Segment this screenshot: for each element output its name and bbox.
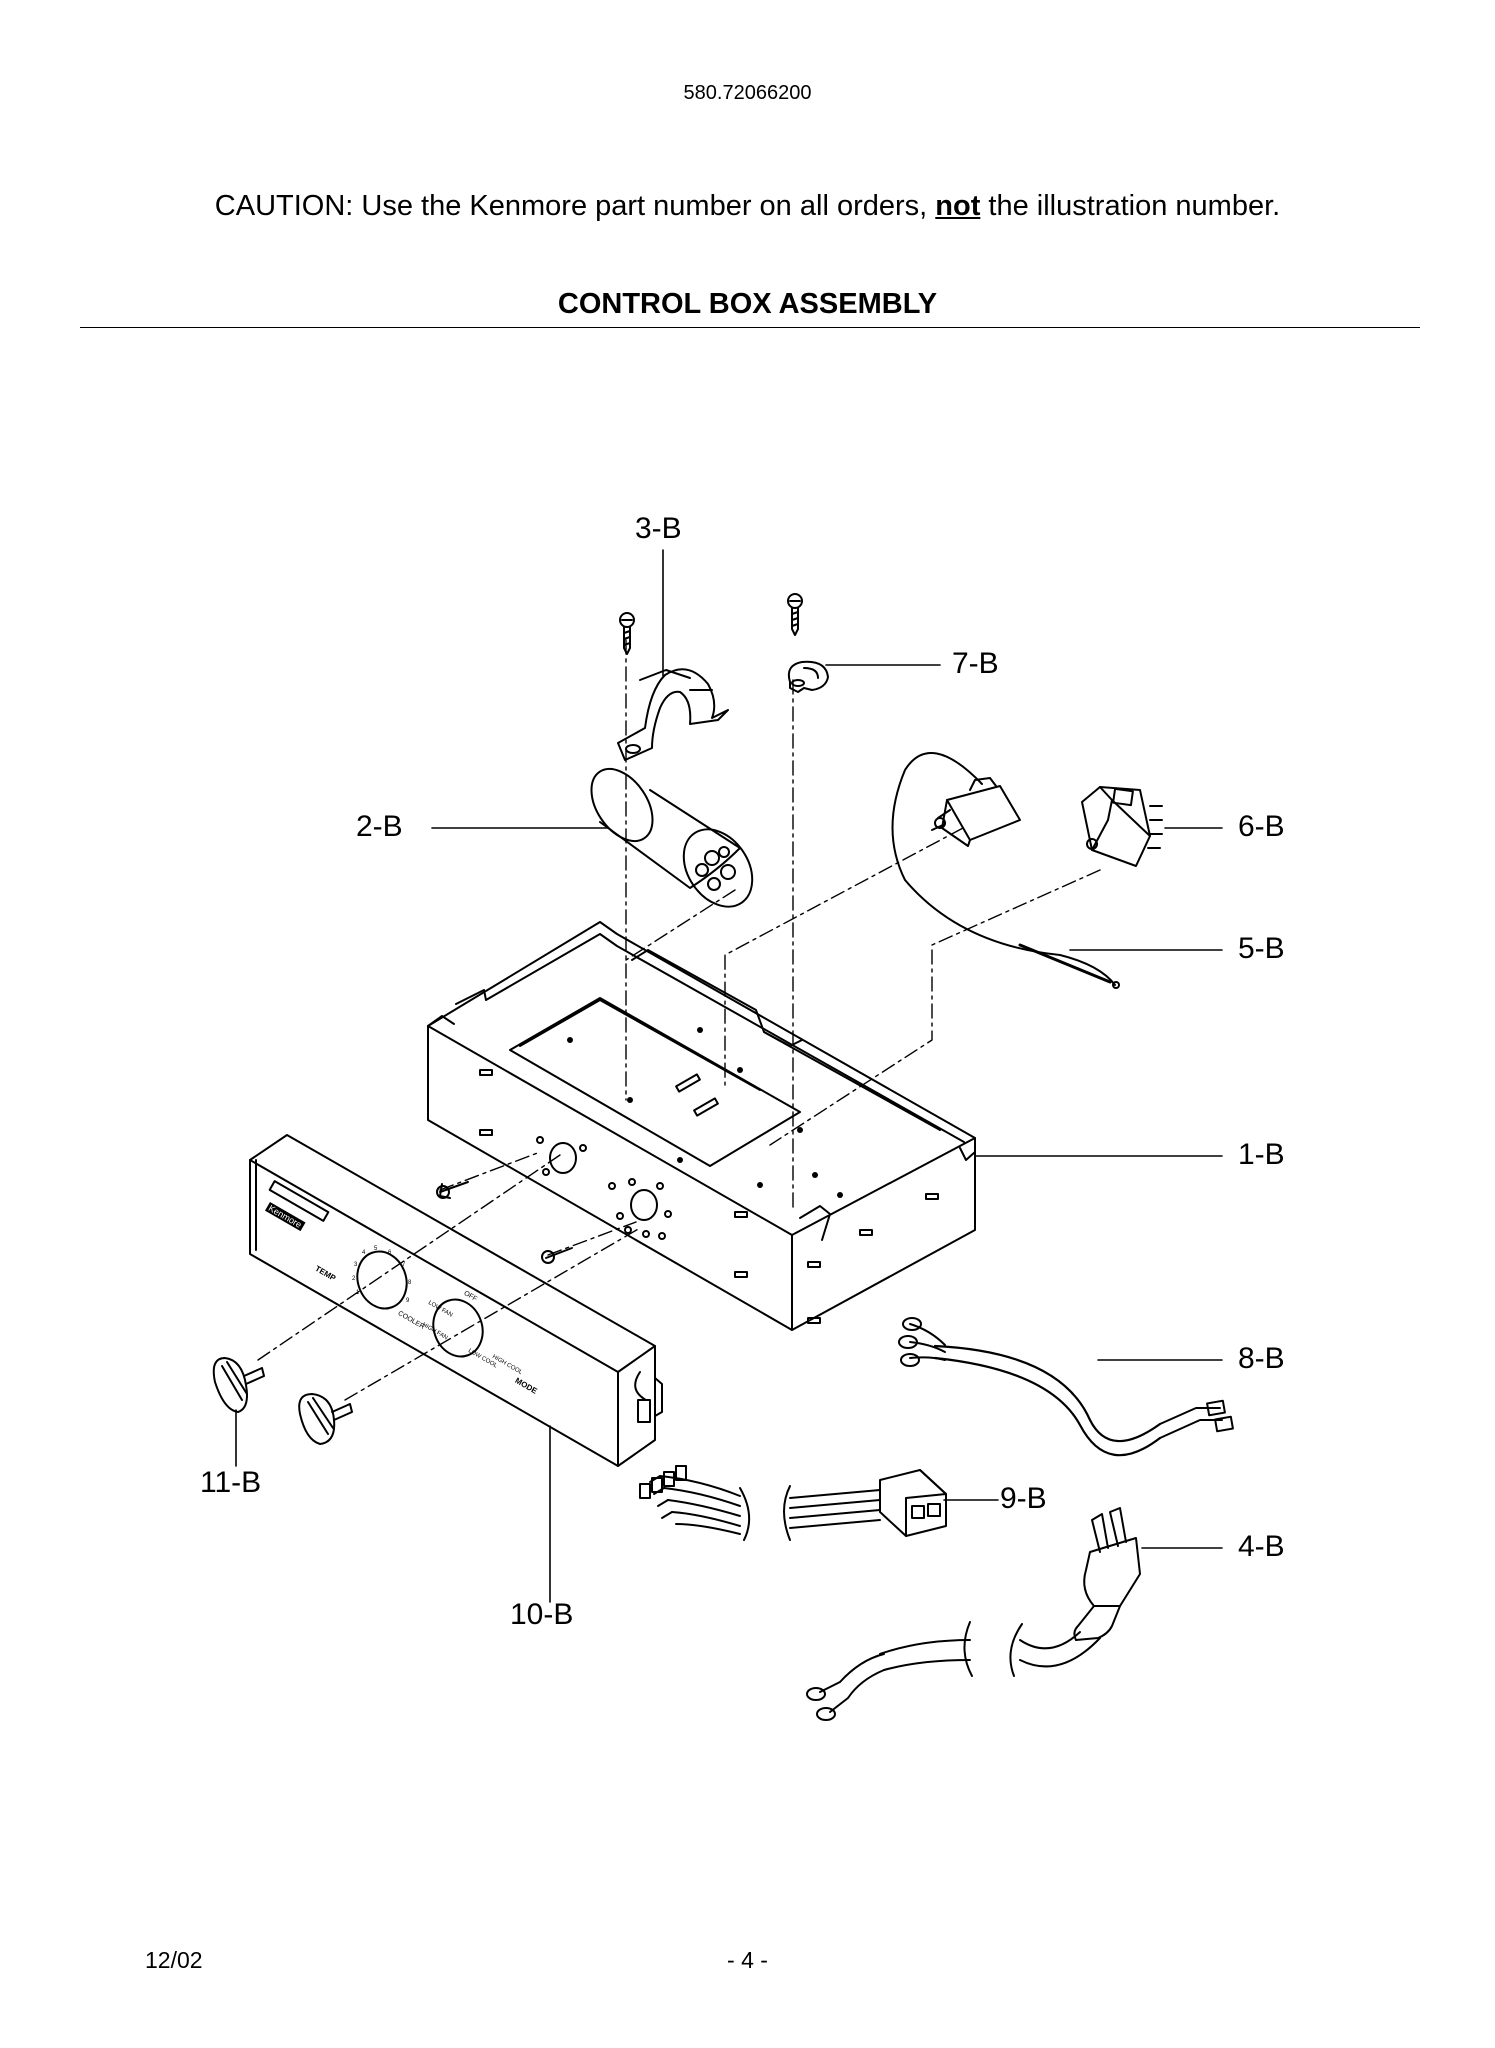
wire-harness-8b	[898, 1317, 1234, 1457]
callout-leaders	[235, 549, 1223, 1603]
panel-dial-9: 9	[406, 1298, 410, 1304]
run-capacitor	[590, 768, 754, 908]
section-title: CONTROL BOX ASSEMBLY	[557, 288, 938, 320]
panel-dial-4: 4	[362, 1250, 366, 1256]
control-panel	[249, 1134, 663, 1467]
caution-suffix: the illustration number.	[980, 190, 1281, 222]
caution-prefix: CAUTION: Use the Kenmore part number on …	[214, 190, 936, 222]
model-number: 580.72066200	[683, 82, 812, 104]
knob-right	[298, 1393, 353, 1445]
callout-2b: 2-B	[356, 810, 403, 843]
screw-top-right	[787, 593, 803, 636]
panel-dial-1: 1	[356, 1290, 360, 1296]
callout-9b: 9-B	[1000, 1482, 1047, 1515]
panel-dial-2: 2	[352, 1276, 356, 1282]
panel-dial-5: 5	[374, 1246, 378, 1252]
rotary-switch	[1081, 786, 1163, 867]
caution-emphasis: not	[935, 190, 981, 222]
thermostat	[891, 752, 1120, 989]
panel-dial-6: 6	[388, 1250, 392, 1256]
callout-10b: 10-B	[510, 1598, 574, 1631]
callout-4b: 4-B	[1238, 1530, 1285, 1563]
callout-1b: 1-B	[1238, 1138, 1285, 1171]
panel-dial-3: 3	[354, 1262, 358, 1268]
knob-left	[212, 1357, 265, 1413]
callout-3b: 3-B	[635, 512, 682, 545]
callout-7b: 7-B	[952, 647, 999, 680]
caution-notice: CAUTION: Use the Kenmore part number on …	[0, 190, 1495, 223]
panel-dial-7: 7	[402, 1262, 406, 1268]
footer-date: 12/02	[145, 1947, 203, 1973]
panel-screws	[436, 1181, 573, 1264]
callout-11b: 11-B	[200, 1466, 262, 1499]
title-rule	[80, 327, 1420, 328]
panel-dial-8: 8	[408, 1280, 412, 1286]
cable-clamp	[787, 660, 829, 693]
control-box	[427, 921, 976, 1331]
power-cord	[806, 1507, 1141, 1721]
wire-harness-9b	[639, 1465, 947, 1541]
assembly-guide-lines	[257, 639, 1101, 1401]
screw-top-left	[619, 612, 635, 655]
capacitor-strap	[617, 668, 729, 761]
page-number: - 4 -	[727, 1947, 768, 1973]
callout-6b: 6-B	[1238, 810, 1285, 843]
callout-8b: 8-B	[1238, 1342, 1285, 1375]
callout-5b: 5-B	[1238, 932, 1285, 965]
